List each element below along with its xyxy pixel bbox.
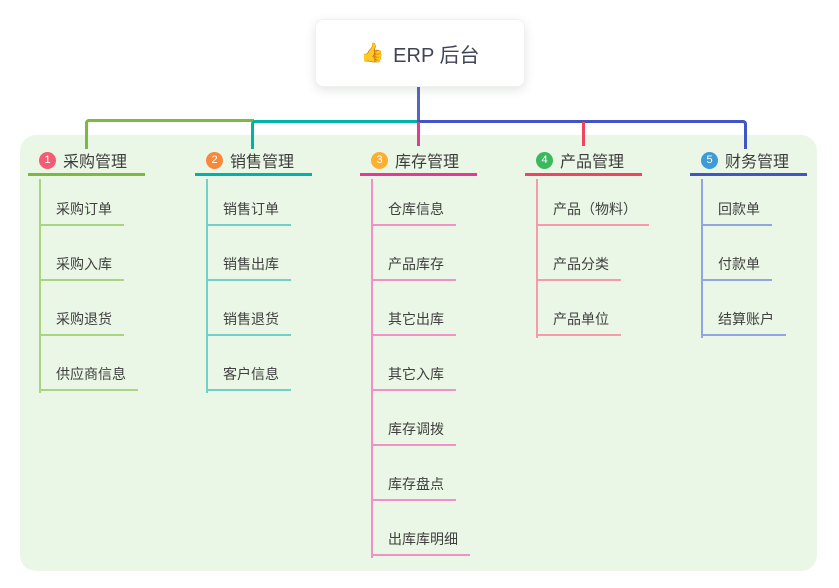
child-node-label: 出库库明细: [388, 531, 458, 547]
child-node[interactable]: 销售订单: [206, 200, 291, 226]
child-node-label: 产品分类: [553, 256, 609, 272]
child-node[interactable]: 产品分类: [536, 255, 621, 281]
branch-label: 库存管理: [395, 154, 460, 171]
branch-node-4[interactable]: 4 产品管理: [525, 147, 642, 176]
root-connector-line: [417, 86, 420, 120]
child-node[interactable]: 出库库明细: [371, 530, 470, 556]
branch4-connector: [582, 122, 585, 146]
child-node-label: 库存调拨: [388, 421, 444, 437]
branch5-connector: [417, 120, 747, 149]
child-node-label: 其它出库: [388, 311, 444, 327]
branch-number-badge: 2: [206, 151, 223, 169]
child-node[interactable]: 供应商信息: [39, 365, 138, 391]
branch-number-badge: 4: [536, 151, 553, 169]
child-node[interactable]: 产品（物料）: [536, 200, 649, 226]
branch-number-badge: 5: [701, 151, 718, 169]
child-node[interactable]: 结算账户: [701, 310, 786, 336]
branch-1-trunk-line: [39, 179, 41, 393]
child-node[interactable]: 采购订单: [39, 200, 124, 226]
child-node[interactable]: 客户信息: [206, 365, 291, 391]
branch-label: 产品管理: [560, 154, 625, 171]
child-node-label: 仓库信息: [388, 201, 444, 217]
child-node-label: 销售订单: [223, 201, 279, 217]
branch-label: 财务管理: [725, 154, 790, 171]
branch-node-1[interactable]: 1 采购管理: [28, 147, 145, 176]
child-node-label: 回款单: [718, 201, 760, 217]
child-node-label: 采购订单: [56, 201, 112, 217]
child-node[interactable]: 产品库存: [371, 255, 456, 281]
branch-label: 销售管理: [230, 154, 295, 171]
branch-node-5[interactable]: 5 财务管理: [690, 147, 807, 176]
root-node-label: ERP 后台: [393, 44, 480, 67]
branch1-connector: [85, 119, 254, 149]
root-node[interactable]: 👍 ERP 后台: [315, 19, 525, 87]
branch-node-3[interactable]: 3 库存管理: [360, 147, 477, 176]
child-node[interactable]: 回款单: [701, 200, 772, 226]
mindmap-canvas-panel: [20, 135, 817, 571]
branch-5-trunk-line: [701, 179, 703, 338]
child-node[interactable]: 库存调拨: [371, 420, 456, 446]
child-node[interactable]: 采购退货: [39, 310, 124, 336]
child-node[interactable]: 仓库信息: [371, 200, 456, 226]
child-node-label: 产品库存: [388, 256, 444, 272]
child-node-label: 供应商信息: [56, 366, 126, 382]
child-node-label: 采购入库: [56, 256, 112, 272]
branch-number-badge: 1: [39, 151, 56, 169]
child-node-label: 客户信息: [223, 366, 279, 382]
branch-4-trunk-line: [536, 179, 538, 338]
child-node[interactable]: 库存盘点: [371, 475, 456, 501]
branch-number-badge: 3: [371, 151, 388, 169]
child-node[interactable]: 采购入库: [39, 255, 124, 281]
branch3-connector: [417, 122, 420, 146]
child-node-label: 结算账户: [718, 311, 774, 327]
child-node-label: 采购退货: [56, 311, 112, 327]
child-node[interactable]: 其它出库: [371, 310, 456, 336]
child-node-label: 产品（物料）: [553, 201, 637, 217]
child-node[interactable]: 付款单: [701, 255, 772, 281]
child-node-label: 销售出库: [223, 256, 279, 272]
branch2-connector: [251, 120, 420, 149]
child-node[interactable]: 产品单位: [536, 310, 621, 336]
child-node-label: 销售退货: [223, 311, 279, 327]
branch-3-trunk-line: [371, 179, 373, 558]
child-node[interactable]: 销售出库: [206, 255, 291, 281]
thumbs-up-icon: 👍: [360, 43, 385, 64]
child-node-label: 付款单: [718, 256, 760, 272]
child-node-label: 库存盘点: [388, 476, 444, 492]
branch-node-2[interactable]: 2 销售管理: [195, 147, 312, 176]
child-node-label: 产品单位: [553, 311, 609, 327]
branch-label: 采购管理: [63, 154, 128, 171]
child-node[interactable]: 其它入库: [371, 365, 456, 391]
child-node-label: 其它入库: [388, 366, 444, 382]
child-node[interactable]: 销售退货: [206, 310, 291, 336]
branch-2-trunk-line: [206, 179, 208, 393]
